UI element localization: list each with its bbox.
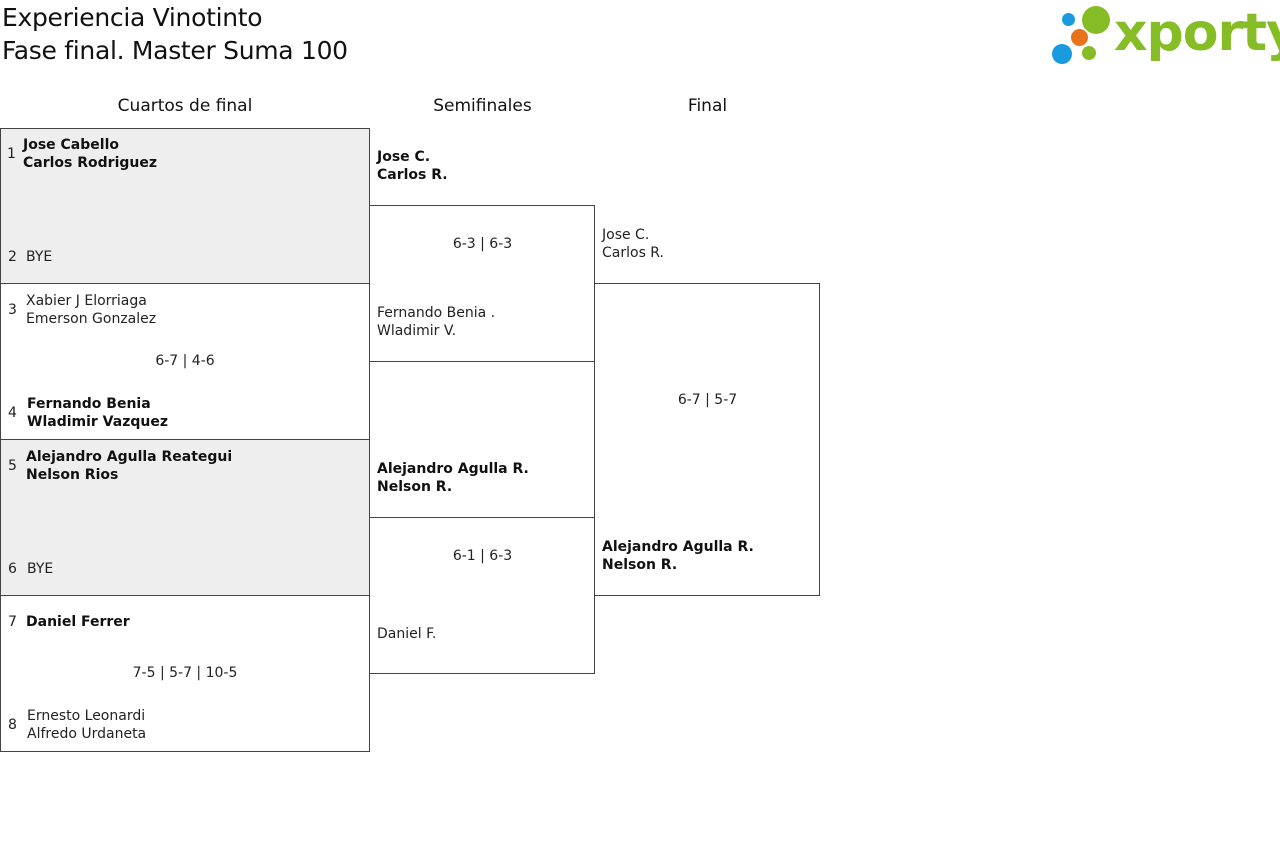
column-heading-final: Final xyxy=(687,96,728,116)
team-name: Jose C. Carlos R. xyxy=(377,148,448,184)
quarterfinal-match-3 xyxy=(0,439,370,596)
team-name: Daniel Ferrer xyxy=(26,613,130,631)
match-score: 6-7 | 4-6 xyxy=(155,353,215,369)
seed-number: 1 xyxy=(7,146,16,162)
player-name: Carlos Rodriguez xyxy=(23,155,158,171)
logo-dot-blue-large xyxy=(1052,44,1072,64)
seed-number: 8 xyxy=(8,717,17,733)
player-name: Daniel Ferrer xyxy=(26,614,130,630)
player-name: Wladimir V. xyxy=(377,323,457,339)
xporty-logo: xporty xyxy=(1052,3,1280,66)
player-name: Jose C. xyxy=(602,227,650,243)
player-name: BYE xyxy=(27,561,54,577)
player-name: Carlos R. xyxy=(377,167,448,183)
team-name: Alejandro Agulla R. Nelson R. xyxy=(377,460,529,496)
player-name: Alejandro Agulla Reategui xyxy=(26,449,233,465)
team-name: Jose Cabello Carlos Rodriguez xyxy=(23,136,157,172)
player-name: Daniel F. xyxy=(377,626,437,642)
player-name: Ernesto Leonardi xyxy=(27,708,146,724)
player-name: Alejandro Agulla R. xyxy=(602,539,754,555)
team-name: Jose C. Carlos R. xyxy=(602,226,664,262)
player-name: Jose C. xyxy=(377,149,431,165)
seed-number: 3 xyxy=(8,302,17,318)
player-name: Nelson R. xyxy=(377,479,453,495)
quarterfinal-match-1 xyxy=(0,128,370,284)
team-name: Alejandro Agulla Reategui Nelson Rios xyxy=(26,448,232,484)
player-name: Jose Cabello xyxy=(23,137,119,153)
player-name: Emerson Gonzalez xyxy=(26,311,157,327)
player-name: Wladimir Vazquez xyxy=(27,414,168,430)
logo-wordmark: xporty xyxy=(1114,3,1280,63)
player-name: Nelson Rios xyxy=(26,467,119,483)
player-name: Fernando Benia xyxy=(27,396,151,412)
semifinal-match-2 xyxy=(369,517,595,674)
player-name: Alejandro Agulla R. xyxy=(377,461,529,477)
player-name: Carlos R. xyxy=(602,245,664,261)
match-score: 6-7 | 5-7 xyxy=(677,392,738,408)
player-name: Alfredo Urdaneta xyxy=(27,726,147,742)
team-name: BYE xyxy=(26,248,52,266)
match-score: 6-1 | 6-3 xyxy=(452,548,513,564)
column-heading-quarters: Cuartos de final xyxy=(117,96,253,116)
team-name: BYE xyxy=(27,560,53,578)
team-name: Fernando Benia . Wladimir V. xyxy=(377,304,495,340)
player-name: Fernando Benia . xyxy=(377,305,496,321)
page-title: Experiencia Vinotinto xyxy=(2,3,263,32)
logo-dot-green-large xyxy=(1082,6,1110,34)
team-name: Xabier J Elorriaga Emerson Gonzalez xyxy=(26,292,156,328)
player-name: Xabier J Elorriaga xyxy=(26,293,147,309)
player-name: BYE xyxy=(26,249,53,265)
team-name: Ernesto Leonardi Alfredo Urdaneta xyxy=(27,707,146,743)
seed-number: 5 xyxy=(8,458,17,474)
player-name: Nelson R. xyxy=(602,557,678,573)
logo-dot-blue-small xyxy=(1062,13,1075,26)
seed-number: 2 xyxy=(8,249,17,265)
team-name: Alejandro Agulla R. Nelson R. xyxy=(602,538,754,574)
final-match xyxy=(594,283,820,596)
team-name: Fernando Benia Wladimir Vazquez xyxy=(27,395,168,431)
match-score: 6-3 | 6-3 xyxy=(452,236,513,252)
logo-dot-green-small xyxy=(1082,46,1096,60)
page-subtitle: Fase final. Master Suma 100 xyxy=(2,36,348,65)
logo-dot-orange xyxy=(1071,29,1088,46)
column-heading-semis: Semifinales xyxy=(433,96,532,116)
seed-number: 6 xyxy=(8,561,17,577)
match-score: 7-5 | 5-7 | 10-5 xyxy=(132,665,238,681)
team-name: Daniel F. xyxy=(377,625,436,643)
seed-number: 4 xyxy=(8,405,17,421)
seed-number: 7 xyxy=(8,614,17,630)
